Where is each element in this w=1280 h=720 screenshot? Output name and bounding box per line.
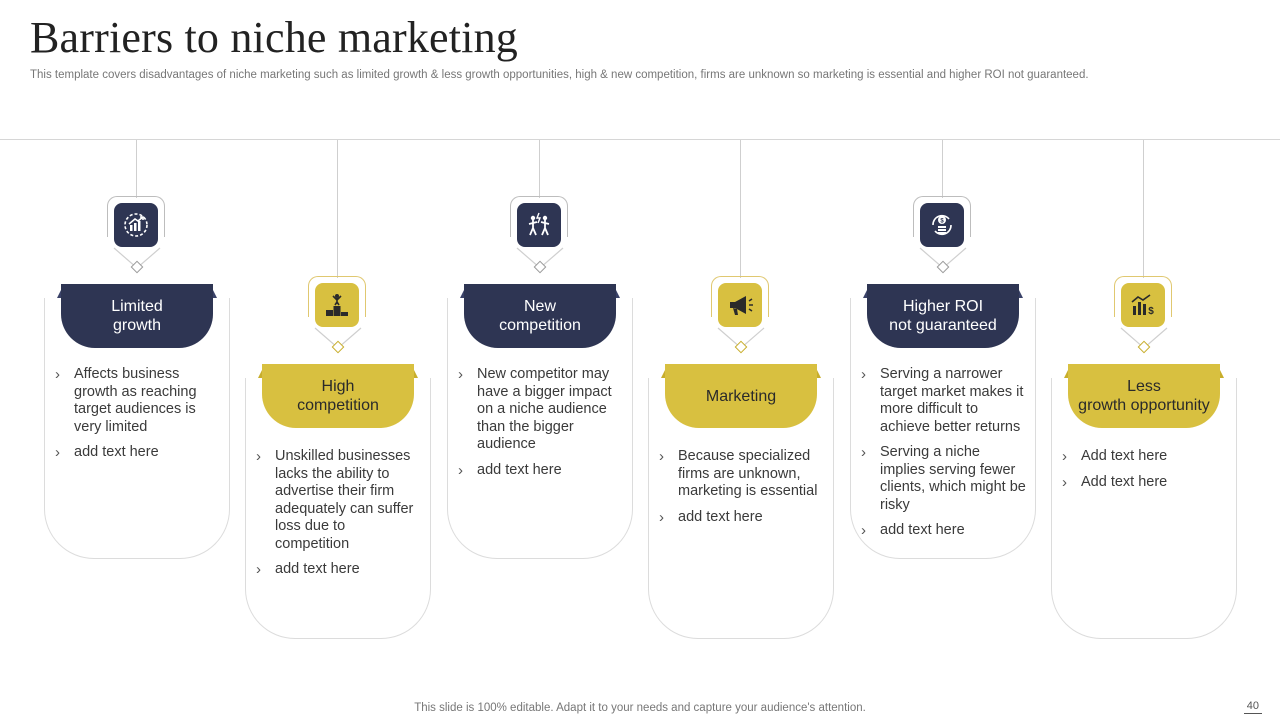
card-body: Marketing Because specialized firms are … <box>648 364 834 639</box>
bullet-list: Add text here Add text here <box>1062 448 1228 499</box>
chevron-connector <box>314 326 362 356</box>
bullet-item: Because specialized firms are unknown, m… <box>659 448 825 501</box>
connector-line <box>1143 140 1144 278</box>
icon-bracket <box>510 196 568 237</box>
bullet-item: add text here <box>659 509 825 527</box>
icon-bracket <box>1114 276 1172 317</box>
svg-text:$: $ <box>1148 306 1154 317</box>
bullet-list: Serving a narrower target market makes i… <box>861 366 1027 548</box>
slide-subtitle: This template covers disadvantages of ni… <box>30 69 1089 81</box>
bullet-item: add text here <box>55 444 221 462</box>
bullet-item: add text here <box>861 522 1027 540</box>
svg-text:$: $ <box>940 219 944 225</box>
icon-bracket <box>711 276 769 317</box>
bullet-list: New competitor may have a bigger impact … <box>458 366 624 487</box>
header-divider <box>0 139 1280 140</box>
bullet-item: Unskilled businesses lacks the ability t… <box>256 448 422 553</box>
megaphone-icon <box>718 283 762 327</box>
bullet-item: add text here <box>256 561 422 579</box>
bullet-list: Unskilled businesses lacks the ability t… <box>256 448 422 587</box>
chevron-connector <box>919 246 967 276</box>
bullet-item: add text here <box>458 462 624 480</box>
podium-winner-icon <box>315 283 359 327</box>
dollar-chart-icon: $ <box>1121 283 1165 327</box>
growth-chart-icon <box>114 203 158 247</box>
card-title: Marketing <box>665 364 817 428</box>
bullet-item: New competitor may have a bigger impact … <box>458 366 624 454</box>
chevron-connector <box>516 246 564 276</box>
connector-line <box>539 140 540 198</box>
slide-footer: This slide is 100% editable. Adapt it to… <box>414 702 866 714</box>
competitors-icon <box>517 203 561 247</box>
chevron-connector <box>113 246 161 276</box>
connector-line <box>942 140 943 198</box>
bullet-item: Add text here <box>1062 474 1228 492</box>
chevron-connector <box>717 326 765 356</box>
page-number: 40 <box>1243 700 1262 714</box>
bullet-item: Add text here <box>1062 448 1228 466</box>
icon-bracket <box>107 196 165 237</box>
bullet-item: Serving a niche implies serving fewer cl… <box>861 444 1027 514</box>
slide-title: Barriers to niche marketing <box>30 13 519 62</box>
icon-bracket <box>308 276 366 317</box>
card-marketing: Marketing Because specialized firms are … <box>648 140 834 640</box>
connector-line <box>740 140 741 278</box>
icon-bracket <box>913 196 971 237</box>
coin-cycle-icon: $ <box>920 203 964 247</box>
bullet-list: Affects business growth as reaching targ… <box>55 366 221 470</box>
bullet-item: Affects business growth as reaching targ… <box>55 366 221 436</box>
connector-line <box>337 140 338 278</box>
bullet-item: Serving a narrower target market makes i… <box>861 366 1027 436</box>
chevron-connector <box>1120 326 1168 356</box>
bullet-list: Because specialized firms are unknown, m… <box>659 448 825 534</box>
connector-line <box>136 140 137 198</box>
